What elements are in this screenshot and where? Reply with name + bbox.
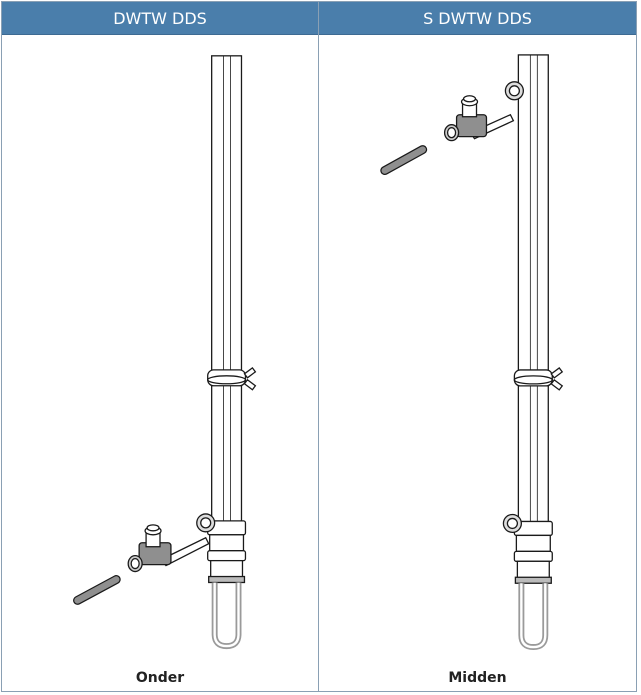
pipe-illustration-top-valve (380, 54, 564, 651)
vertical-pipe (513, 54, 553, 584)
panel-dwtw-dds: DWTW DDS (2, 2, 319, 691)
vertical-pipe (207, 55, 247, 584)
ball-valve (127, 524, 210, 573)
side-port-bottom (502, 513, 523, 534)
u-loop (211, 582, 242, 650)
panel-caption: Onder (135, 670, 185, 686)
panel-caption: Midden (448, 670, 507, 686)
side-port (196, 513, 216, 533)
u-loop (518, 583, 549, 651)
panel-header: DWTW DDS (2, 2, 318, 35)
ball-valve (443, 95, 515, 142)
loose-tube (380, 145, 428, 176)
side-port-top (504, 81, 525, 101)
loose-tube (73, 575, 121, 605)
pipe-illustration-bottom-valve (73, 55, 257, 650)
pipe-clamp (513, 367, 564, 391)
panel-header: S DWTW DDS (319, 2, 636, 35)
pipe-clamp (207, 366, 257, 391)
panel-s-dwtw-dds: S DWTW DDS (319, 2, 636, 691)
